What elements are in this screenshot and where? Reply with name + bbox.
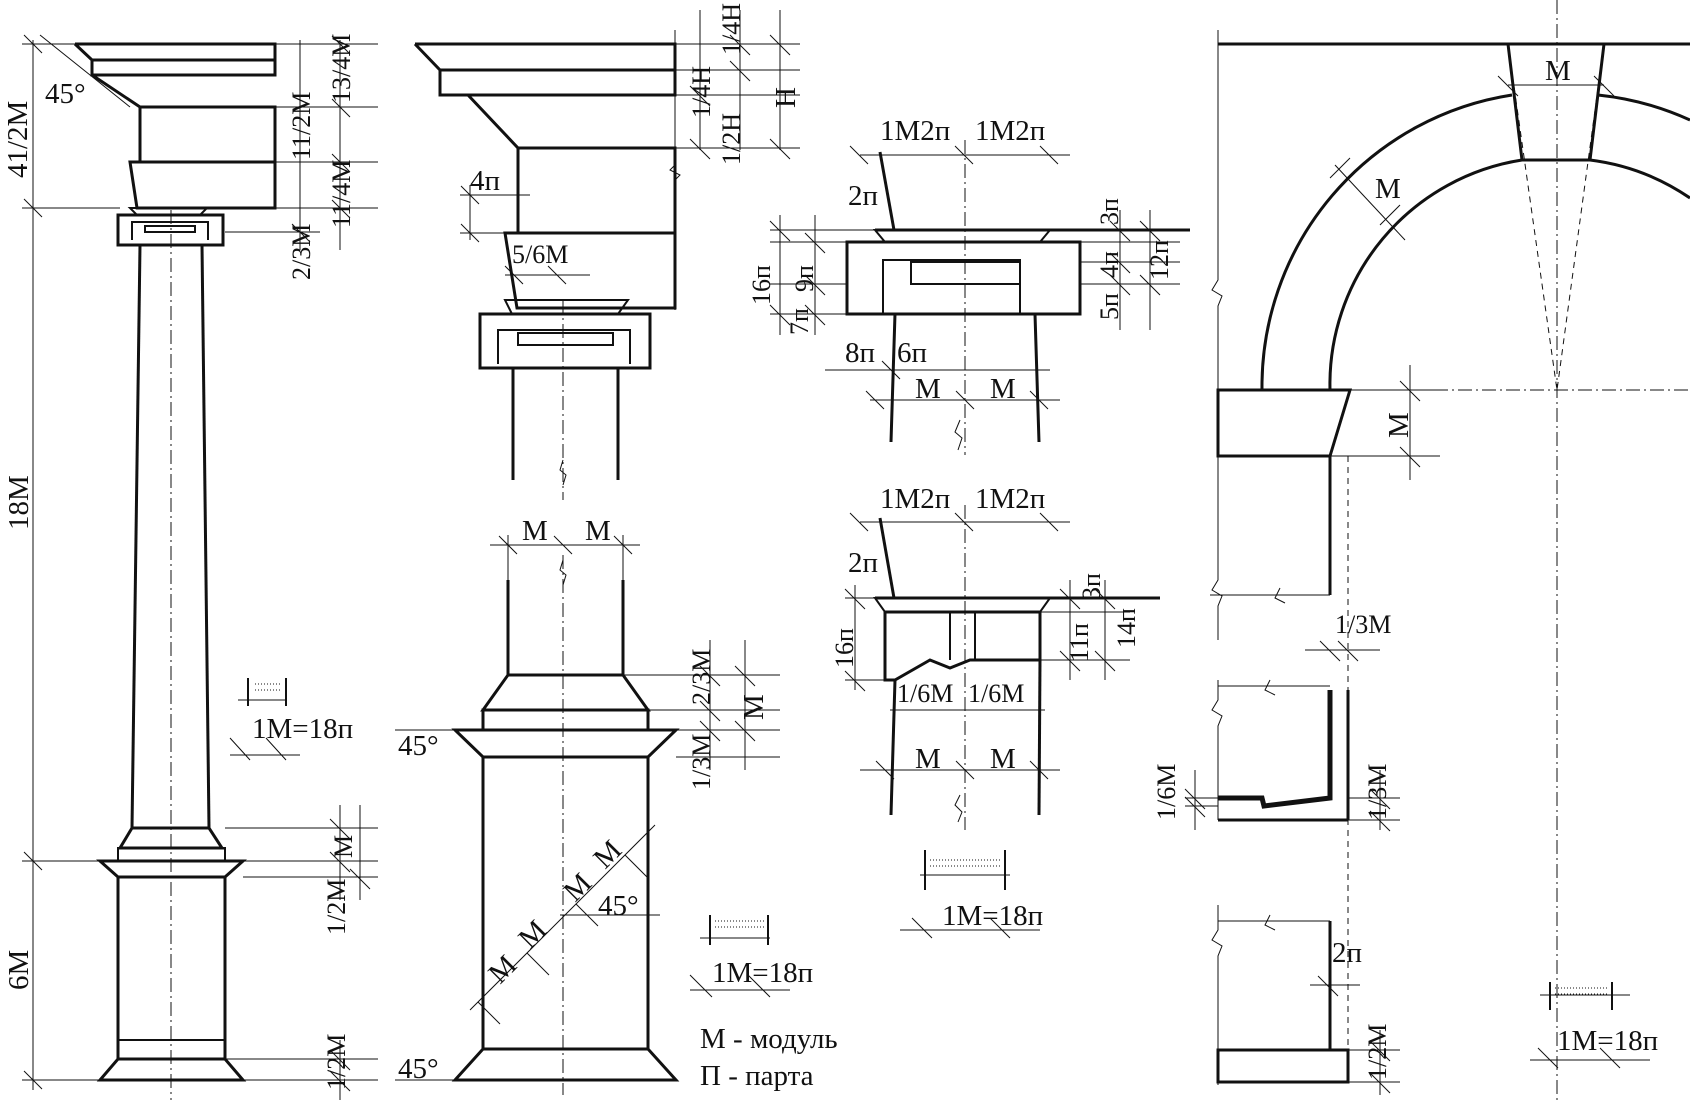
dim-cornice: 13/4М [327, 34, 356, 103]
dim-m-right: М [585, 515, 611, 547]
legend-part: П - парта [700, 1060, 814, 1092]
arch-2p: 2п [1332, 937, 1362, 969]
dim-2-3m: 2/3М [687, 649, 716, 705]
dim-m-left: М [522, 515, 548, 547]
cap-a-bottom-left: М [915, 373, 941, 405]
angle-lower: 45° [398, 1053, 439, 1085]
cap-a-6p: 6п [897, 337, 927, 369]
dim-1-4h-top: 1/4Н [717, 3, 746, 55]
capital-detail-a: 1М2п 1М2п 2п 3п 16п 9п 7п 4п 12п 5п 8п 6… [747, 115, 1190, 455]
cap-a-top-left: 1М2п [880, 115, 950, 147]
pedestal-detail: М М 2/3М М 1/3М 45° 45° М М М М 45° 1М=1… [395, 515, 838, 1095]
cap-b-3p: 3п [1077, 573, 1106, 600]
cap-a-8p: 8п [845, 337, 875, 369]
angle-upper: 45° [398, 730, 439, 762]
cap-b-11p: 11п [1065, 623, 1094, 662]
dim-1-4h-mid: 1/4Н [687, 66, 716, 118]
cap-a-16p: 16п [747, 265, 776, 305]
legend-module: М - модуль [700, 1023, 838, 1055]
arch-1-6m: 1/6М [1152, 764, 1181, 820]
cap-a-bottom-right: М [990, 373, 1016, 405]
arch-detail: М М М 1/3М 1/6М 1/3М 2п 1/2М 1М=18п [1152, 0, 1690, 1100]
arch-archivolt-m: М [1375, 173, 1401, 205]
dim-entablature: 41/2М [2, 101, 34, 178]
arch-1-3m: 1/3М [1335, 610, 1391, 639]
arch-impost-m: М [1383, 412, 1415, 438]
scale-label-capital: 1М=18п [942, 900, 1043, 932]
full-column-elevation: 45° 41/2М 13/4М 11/2М 11/4М 2/3М 18М М 1… [2, 34, 378, 1100]
cap-b-16p: 16п [830, 628, 859, 668]
cap-a-4p: 4п [1095, 251, 1124, 278]
scale-label-pedestal: 1М=18п [712, 957, 813, 989]
scale-label-arch: 1М=18п [1557, 1025, 1658, 1057]
dim-pedestal-base: 1/2М [322, 1034, 351, 1090]
diag-m-2: М [512, 914, 553, 955]
cap-b-bottom-left: М [915, 743, 941, 775]
entablature-detail: 1/4Н 1/4Н Н 1/2Н 4п 5/6М [413, 3, 802, 500]
cap-b-top-right: 1М2п [975, 483, 1045, 515]
cap-a-9p: 9п [790, 265, 819, 292]
dim-4p: 4п [470, 165, 500, 197]
cap-b-2p: 2п [848, 547, 878, 579]
dim-frieze: 11/2М [287, 92, 316, 160]
dim-pedestal: 6М [3, 950, 35, 990]
dim-plinth-mold: 1/2М [322, 879, 351, 935]
dim-1-3m: 1/3М [687, 734, 716, 790]
cap-b-bottom-right: М [990, 743, 1016, 775]
arch-keystone-m: М [1545, 55, 1571, 87]
dim-architrave: 11/4М [327, 160, 356, 228]
cap-a-5p: 5п [1095, 293, 1124, 320]
cap-b-top-left: 1М2п [880, 483, 950, 515]
dim-m-base: М [738, 694, 770, 720]
diag-m-4: М [587, 834, 628, 875]
cap-a-2p: 2п [848, 180, 878, 212]
dim-5-6m: 5/6М [512, 240, 568, 269]
cap-b-mid-left: 1/6М [897, 679, 953, 708]
capital-detail-b: 1М2п 1М2п 2п 3п 16п 11п 14п 1/6М 1/6М М … [830, 483, 1160, 939]
cap-a-12p: 12п [1145, 240, 1174, 280]
diag-m-1: М [482, 949, 523, 990]
dim-h: Н [770, 87, 802, 108]
cap-b-14p: 14п [1112, 608, 1141, 648]
cap-a-3p: 3п [1095, 198, 1124, 225]
angle-diag: 45° [598, 890, 639, 922]
angle-label-top: 45° [45, 78, 86, 110]
arch-1-2m: 1/2М [1363, 1024, 1392, 1080]
dim-base: М [329, 835, 358, 858]
arch-1-3m-b: 1/3М [1363, 764, 1392, 820]
cap-a-7p: 7п [785, 308, 814, 335]
dim-shaft: 18М [3, 475, 35, 530]
cap-a-top-right: 1М2п [975, 115, 1045, 147]
dim-1-2h: 1/2Н [717, 113, 746, 165]
cap-b-mid-right: 1/6М [968, 679, 1024, 708]
dim-capital: 2/3М [287, 224, 316, 280]
scale-label: 1М=18п [252, 713, 353, 745]
